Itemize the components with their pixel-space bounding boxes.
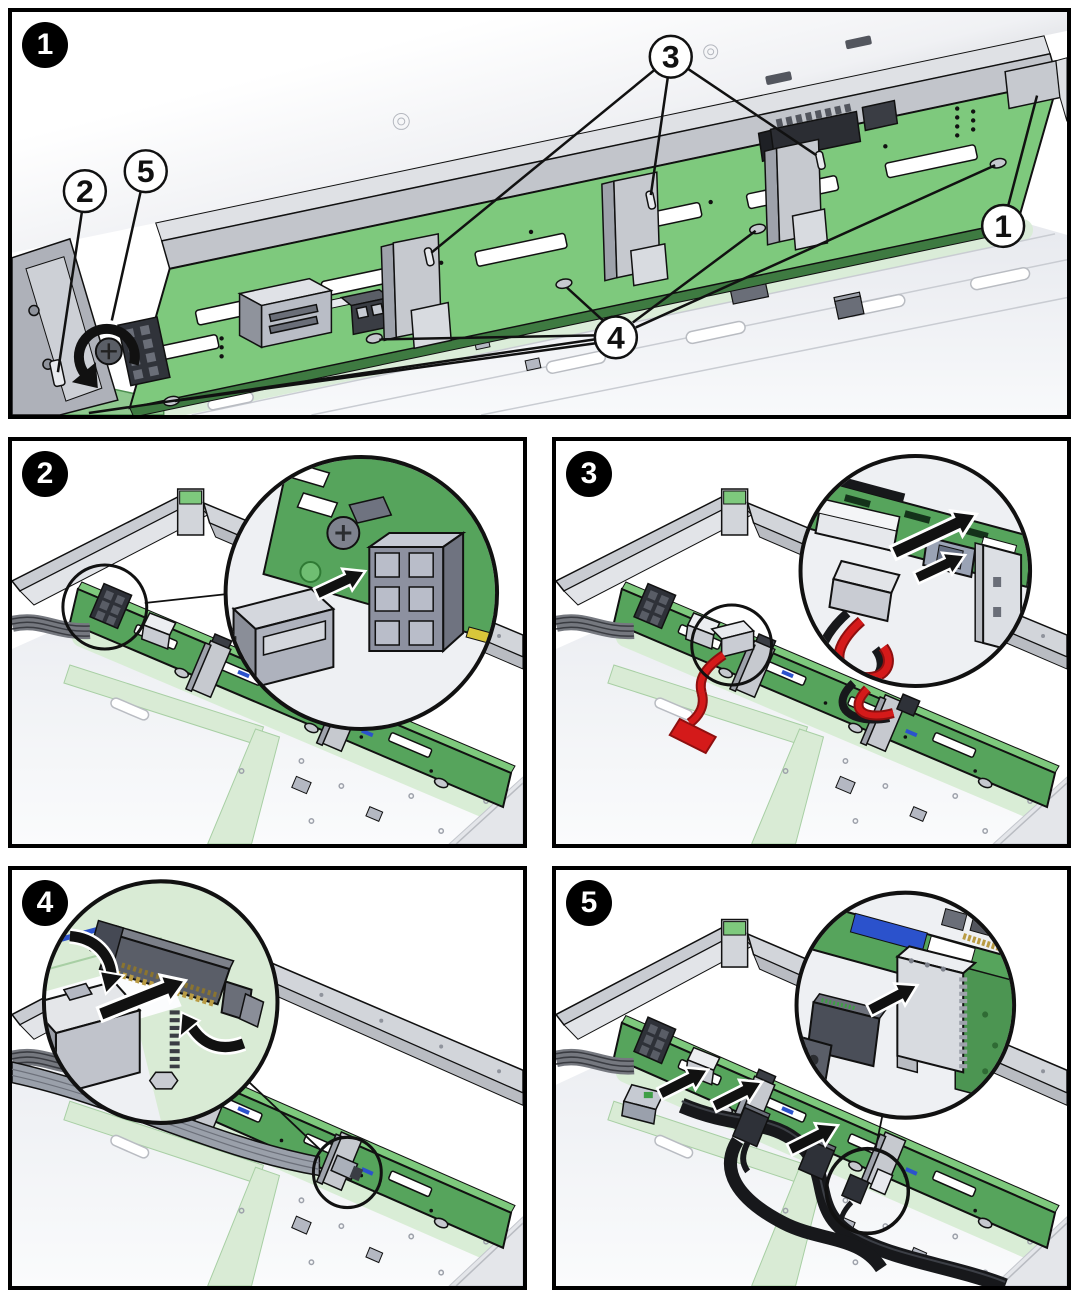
highlight-circle-small <box>61 563 149 651</box>
thumbscrew-closeup <box>326 496 393 550</box>
panel-number-badge: 3 <box>566 451 612 497</box>
magnifier-link-line <box>247 1080 323 1152</box>
callout-5-label: 5 <box>137 153 155 189</box>
alignment-pins <box>423 150 826 267</box>
backplane-ribbon-connector <box>89 919 265 1028</box>
drive-power-plug <box>710 620 756 658</box>
panel-number-badge: 5 <box>566 880 612 926</box>
callout-4: 4 <box>88 164 996 415</box>
callout-3-label: 3 <box>662 39 680 75</box>
panel-number-badge: 1 <box>22 22 68 68</box>
panel-1-overview: 2 5 3 4 1 1 <box>8 8 1071 419</box>
wall-latch <box>49 359 66 388</box>
power-connector <box>237 277 334 349</box>
panel-3-drive-power-cables: 3 <box>552 437 1071 848</box>
callout-3: 3 <box>430 34 818 254</box>
magnifier-inset <box>794 890 1017 1120</box>
callout-1: 1 <box>980 95 1039 249</box>
red-cable-end <box>668 717 718 755</box>
small-white-connector <box>869 1167 894 1196</box>
magnifier-link-line <box>874 1115 884 1150</box>
metal-bracket <box>974 542 1023 655</box>
panel-number-badge: 4 <box>22 880 68 926</box>
board-hole <box>299 561 322 583</box>
highlight-circle-small <box>690 603 774 695</box>
standing-connector <box>731 1102 771 1148</box>
power-socket <box>366 531 467 654</box>
small-data-connector <box>840 1173 870 1205</box>
sas-cable-connector <box>621 1083 665 1125</box>
rotate-latch-arrow-icon <box>178 1010 247 1055</box>
panel-number-badge: 2 <box>22 451 68 497</box>
callout-5: 5 <box>110 149 168 321</box>
disk-backplane <box>71 57 1067 415</box>
chassis-top-cover <box>12 12 1067 253</box>
power-plug <box>227 587 336 690</box>
rotate-latch-arrow-icon <box>68 928 126 996</box>
callout-1-label: 1 <box>994 208 1012 244</box>
panel-4-ribbon-cable: 4 <box>8 866 527 1290</box>
sas-data-cables <box>621 1083 1008 1286</box>
hex-standoff <box>148 1071 179 1090</box>
backplane-latches <box>163 157 1007 407</box>
magnifier-link-line <box>144 593 228 604</box>
callout-4-label: 4 <box>607 319 625 355</box>
magnifier-inset <box>223 455 500 731</box>
metal-bracket <box>895 945 978 1074</box>
panel-5-data-cables: 5 <box>552 866 1071 1290</box>
callout-2: 2 <box>56 168 108 373</box>
magnifier-inset <box>798 454 1033 688</box>
highlight-circle-small <box>824 1146 911 1236</box>
magnifier-inset <box>41 879 280 1125</box>
rotate-arrow-icon <box>71 323 140 389</box>
highlight-circle-small <box>311 1135 383 1210</box>
panel-2-power-cable: 2 <box>8 437 527 848</box>
drive-power-connector <box>895 693 921 717</box>
callout-2-label: 2 <box>76 173 94 209</box>
